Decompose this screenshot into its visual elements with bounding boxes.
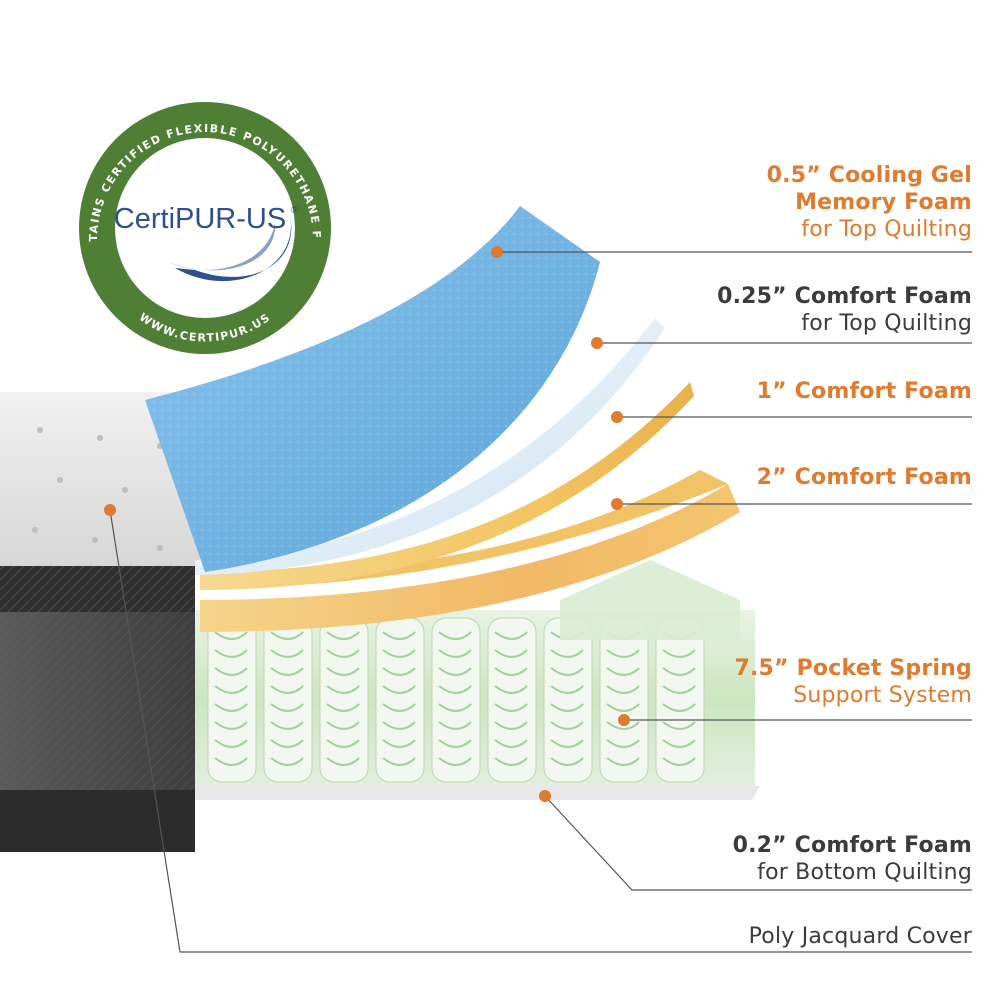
spring-coil (494, 631, 528, 766)
dot-cooling-gel (491, 246, 503, 258)
mattress-cover (0, 392, 200, 852)
seal-registered: ® (291, 205, 299, 216)
label-cover-line1: Poly Jacquard Cover (748, 924, 972, 949)
dot-comfort-1 (611, 411, 623, 423)
spring-top-rows (560, 560, 740, 640)
label-comfort-1: 1” Comfort Foam (757, 378, 972, 405)
label-comfort-02-line1: 0.2” Comfort Foam (732, 833, 972, 858)
spring-coil (382, 631, 416, 766)
dot-comfort-2 (611, 498, 623, 510)
spring-pocket (319, 617, 369, 783)
white-comfort-layer (195, 318, 665, 575)
spring-coil (326, 631, 360, 766)
leader-comfort-02 (544, 795, 972, 891)
bottom-foam-layer (195, 786, 760, 800)
label-comfort-025-line1: 0.25” Comfort Foam (717, 284, 972, 309)
seal-inner-disc (115, 138, 295, 318)
label-comfort-1-line1: 1” Comfort Foam (756, 379, 972, 404)
spring-pocket (487, 617, 537, 783)
certipur-seal: CONTAINS CERTIFIED FLEXIBLE POLYURETHANE… (0, 0, 331, 354)
leader-dots (104, 246, 630, 802)
spring-pocket (543, 617, 593, 783)
label-cooling-gel: 0.5” Cooling Gel Memory Foam for Top Qui… (767, 162, 972, 243)
spring-pocket (599, 617, 649, 783)
leader-cover (109, 509, 972, 953)
label-pocket-spring-line1: 7.5” Pocket Spring (734, 656, 972, 681)
leader-lines (109, 251, 972, 953)
label-cover: Poly Jacquard Cover (749, 923, 972, 950)
cover-bottom-band (0, 790, 195, 852)
spring-pocket (375, 617, 425, 783)
label-comfort-02: 0.2” Comfort Foam for Bottom Quilting (733, 832, 972, 886)
label-comfort-2-line1: 2” Comfort Foam (756, 465, 972, 490)
spring-pocket (263, 617, 313, 783)
seal-brand: CertiPUR-US (114, 203, 286, 235)
pocket-spring-layer (195, 560, 760, 800)
dot-cover (104, 504, 116, 516)
dot-comfort-02 (539, 790, 551, 802)
label-pocket-spring: 7.5” Pocket Spring Support System (734, 655, 972, 709)
label-cooling-gel-line2: Memory Foam (795, 190, 972, 215)
spring-pocket (207, 617, 257, 783)
quilt-tufts (32, 427, 163, 551)
label-pocket-spring-line2: Support System (793, 683, 972, 708)
foam-1in-layer (200, 382, 694, 590)
spring-columns (207, 617, 705, 783)
label-cooling-gel-line3: for Top Quilting (801, 217, 972, 242)
spring-pocket (431, 617, 481, 783)
label-comfort-2: 2” Comfort Foam (757, 464, 972, 491)
spring-pocket (655, 617, 705, 783)
dot-comfort-025 (591, 337, 603, 349)
spring-coil (438, 631, 472, 766)
label-comfort-025-line2: for Top Quilting (801, 311, 972, 336)
foam-2in-layer (200, 484, 740, 632)
spring-coil (214, 631, 248, 766)
label-comfort-025: 0.25” Comfort Foam for Top Quilting (717, 283, 972, 337)
label-comfort-02-line2: for Bottom Quilting (757, 860, 972, 885)
spring-coil (270, 631, 304, 766)
label-cooling-gel-line1: 0.5” Cooling Gel (766, 163, 972, 188)
dot-pocket-spring (618, 714, 630, 726)
